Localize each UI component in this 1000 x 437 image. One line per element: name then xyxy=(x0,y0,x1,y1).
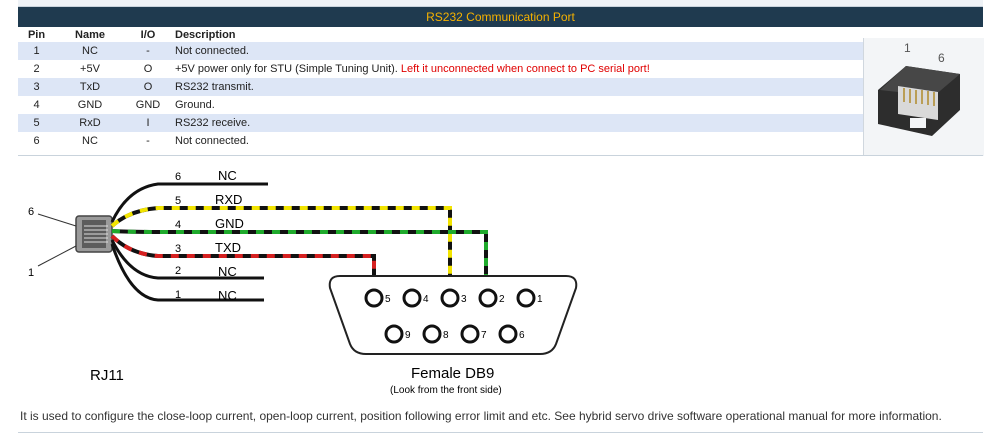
wire-6-num: 6 xyxy=(175,171,181,183)
wiring-svg: 6 1 6 NC 5 RXD 4 GND 3 TXD 2 NC 1 NC xyxy=(28,168,578,396)
cell-description: +5V power only for STU (Simple Tuning Un… xyxy=(175,63,650,75)
wire-6-name: NC xyxy=(218,168,237,183)
cell-pin: 2 xyxy=(33,63,40,75)
jack-label-1: 1 xyxy=(904,41,911,55)
pin-table: Pin Name I/O Description 1 NC - Not conn… xyxy=(18,27,863,150)
wire-6 xyxy=(110,182,268,223)
db9-pin-4 xyxy=(402,288,422,308)
cell-io: I xyxy=(125,114,171,132)
db9-shell xyxy=(328,275,578,355)
cell-pin: 5 xyxy=(18,114,55,132)
rj11-pin1-pointer xyxy=(37,245,77,267)
cell-pin: 1 xyxy=(18,42,55,60)
db9-pin-2 xyxy=(478,288,498,308)
db9-sublabel: (Look from the front side) xyxy=(390,385,502,396)
table-row: 5 RxD I RS232 receive. xyxy=(18,114,863,132)
col-io: I/O xyxy=(125,27,171,42)
wire-5-yellow xyxy=(110,206,452,304)
db9-label-3: 3 xyxy=(461,294,467,305)
cell-pin: 4 xyxy=(33,99,40,111)
table-row: 6 NC - Not connected. xyxy=(18,132,863,150)
wiring-diagram: 6 1 6 NC 5 RXD 4 GND 3 TXD 2 NC 1 NC xyxy=(18,158,618,400)
previous-table-edge xyxy=(18,0,983,7)
warning-text: Left it unconnected when connect to PC s… xyxy=(400,63,650,75)
wire-1 xyxy=(110,243,264,302)
db9-pin-9 xyxy=(384,324,404,344)
db9-label-9: 9 xyxy=(405,330,411,341)
wire-1-name: NC xyxy=(218,288,237,303)
cell-io: - xyxy=(146,135,150,147)
cell-io: O xyxy=(125,78,171,96)
col-description: Description xyxy=(171,27,863,42)
db9-pin-3 xyxy=(440,288,460,308)
jack-body xyxy=(878,66,960,136)
db9-label-8: 8 xyxy=(443,330,449,341)
db9-label-4: 4 xyxy=(423,294,429,305)
cell-name: RxD xyxy=(55,114,125,132)
cell-io: O xyxy=(143,63,153,75)
db9-label-2: 2 xyxy=(499,294,505,305)
wire-3-name: TXD xyxy=(215,240,241,255)
cell-description: RS232 transmit. xyxy=(171,78,863,96)
wire-3-num: 3 xyxy=(175,243,181,255)
rj11-pin6-pointer xyxy=(37,213,77,227)
table-row: 4 GND GND Ground. xyxy=(18,96,863,114)
cell-name: TxD xyxy=(55,78,125,96)
wire-4-green xyxy=(111,229,488,288)
cell-name: NC xyxy=(82,135,98,147)
wire-4-name: GND xyxy=(215,216,244,231)
wire-5-name: RXD xyxy=(215,192,242,207)
rj11-connector-photo: 1 6 xyxy=(863,38,984,156)
db9-label-7: 7 xyxy=(481,330,487,341)
cell-name: GND xyxy=(77,99,103,111)
rj11-pin6-label: 6 xyxy=(28,206,34,218)
db9-label-6: 6 xyxy=(519,330,525,341)
table-row: 3 TxD O RS232 transmit. xyxy=(18,78,863,96)
wire-4-num: 4 xyxy=(175,219,181,231)
cell-name: NC xyxy=(55,42,125,60)
wire-3-red xyxy=(110,234,376,292)
jack-label-6: 6 xyxy=(938,51,945,65)
db9-label-1: 1 xyxy=(537,294,543,305)
cell-description: Ground. xyxy=(175,99,215,111)
description-text: It is used to configure the close-loop c… xyxy=(20,409,942,423)
table-row: 2 +5V O +5V power only for STU (Simple T… xyxy=(18,60,863,78)
cell-pin: 6 xyxy=(33,135,40,147)
table-row: 1 NC - Not connected. xyxy=(18,42,863,60)
rj11-plug xyxy=(75,215,113,253)
pin-table-header: Pin Name I/O Description xyxy=(18,27,863,42)
cell-name: +5V xyxy=(80,63,100,75)
cell-io: GND xyxy=(135,99,161,111)
wire-5-num: 5 xyxy=(175,195,181,207)
rj11-jack-illustration: 1 6 xyxy=(878,41,960,136)
cell-description: Not connected. xyxy=(171,42,863,60)
wire-2-name: NC xyxy=(218,264,237,279)
wire-1-num: 1 xyxy=(175,289,181,301)
cell-description: RS232 receive. xyxy=(171,114,863,132)
db9-pin-1 xyxy=(516,288,536,308)
cell-pin: 3 xyxy=(18,78,55,96)
db9-pin-8 xyxy=(422,324,442,344)
cell-io: - xyxy=(125,42,171,60)
rj11-label: RJ11 xyxy=(90,367,124,384)
section-header: RS232 Communication Port xyxy=(18,7,983,27)
col-name: Name xyxy=(55,27,125,42)
wire-2 xyxy=(110,239,264,280)
db9-label-5: 5 xyxy=(385,294,391,305)
db9-label: Female DB9 xyxy=(411,365,494,382)
cell-description: Not connected. xyxy=(175,135,249,147)
db9-pin-7 xyxy=(460,324,480,344)
rj11-pin1-label: 1 xyxy=(28,267,34,279)
col-pin: Pin xyxy=(18,27,55,42)
bottom-divider xyxy=(18,432,983,433)
db9-pin-5 xyxy=(364,288,384,308)
db9-pin-6 xyxy=(498,324,518,344)
wire-2-num: 2 xyxy=(175,265,181,277)
table-bottom-border xyxy=(18,155,983,156)
